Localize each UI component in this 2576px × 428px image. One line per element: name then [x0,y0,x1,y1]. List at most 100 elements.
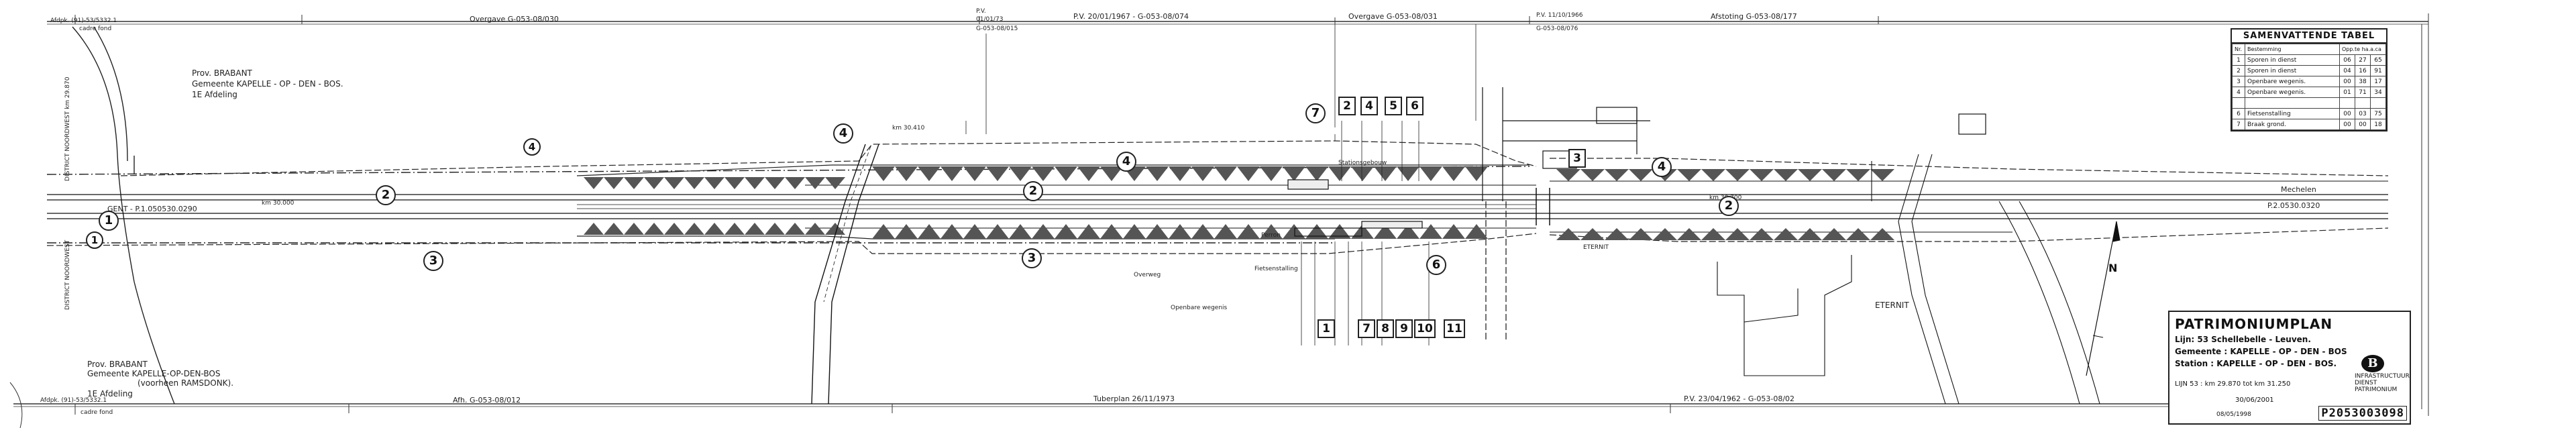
hatch-triangle [1100,224,1123,239]
hatch-triangle [664,223,684,235]
summary-cell-c [2370,97,2386,109]
frame-lines [9,13,2429,428]
hatch-triangle [1822,169,1846,181]
pv-label-3-ref: G-053-08/076 [1536,25,1578,32]
summary-cell-b: 27 [2355,54,2371,66]
summary-header-unit: Opp.te ha.a.ca [2339,44,2386,55]
afh-label: Afh. G-053-08/012 [453,396,521,405]
zone-marker-4d: 4 [1652,157,1672,177]
hatch-triangle [1351,166,1374,181]
zone-marker-1a: 1 [99,211,119,231]
hatch-triangle [963,224,986,239]
zone-marker-6: 6 [1426,255,1446,275]
afstoting-label: Afstoting G-053-08/177 [1711,12,1797,21]
km-bridge-label: km 30.410 [892,125,925,131]
zone-marker-3b: 3 [1022,248,1042,268]
hatch-triangle [918,224,941,239]
parcel-marker-7: 7 [1358,319,1375,338]
plan-date-1: 30/06/2001 [2235,396,2274,404]
summary-header-bestemming: Bestemming [2245,44,2340,55]
zone-marker-4a: 4 [523,138,541,156]
eternit-label-2: ETERNIT [1583,244,1609,251]
station-area [1287,87,1986,342]
railway-tracks [47,180,2388,233]
hatch-triangle [1260,166,1283,181]
zone-marker-4c: 4 [1116,152,1136,172]
hatch-triangle [872,166,895,181]
hatch-triangle [1305,166,1328,181]
hatch-triangle [941,166,963,181]
hatch-triangle [1465,224,1488,239]
hatch-triangle [1580,228,1605,240]
hatch-triangle [872,224,895,239]
hatch-triangle [724,177,745,189]
summary-cell-a: 01 [2339,87,2355,98]
hatch-triangle [1774,228,1798,240]
cadre-top-left: cadre fond [79,25,112,32]
hatch-triangle [644,177,664,189]
north-label: N [2108,262,2118,274]
plan-number: P2053003098 [2318,406,2407,421]
summary-header-nr: Nr. [2232,44,2245,55]
hatch-triangle [895,166,918,181]
parcel-marker-2: 2 [1338,97,1356,115]
pv-label-3: P.V. 11/10/1966 [1536,12,1583,19]
hatch-triangle [941,224,963,239]
hatch-triangle [1100,166,1123,181]
hatch-triangle [1442,224,1465,239]
hatch-triangle [1653,228,1677,240]
afdeling-top-left: Afdpk. (91)-53/5332.1 [50,17,117,24]
pv-label-1: P.V. [976,8,986,15]
hatch-triangle [1677,169,1701,181]
parcel-marker-8: 8 [1377,319,1394,338]
plan-municipality: Gemeente : KAPELLE - OP - DEN - BOS [2175,347,2347,356]
hatch-triangle [604,177,624,189]
municipality-bottom: Gemeente KAPELLE-OP-DEN-BOS [87,369,221,378]
hatch-triangle [1822,228,1846,240]
zone-marker-2b: 2 [1023,181,1043,201]
summary-table: SAMENVATTENDE TABEL Nr. Bestemming Opp.t… [2231,28,2387,131]
plan-date-2: 08/05/1998 [2216,411,2251,418]
hatch-triangle [1465,166,1488,181]
overgave-label-1: Overgave G-053-08/030 [470,15,559,23]
hatch-triangle [624,177,644,189]
hatch-triangle [1237,166,1260,181]
hatched-band-lower [584,223,1894,240]
hatch-triangle [1214,224,1237,239]
summary-cell-b: 16 [2355,65,2371,76]
gent-label: GENT - P.1.050530.0290 [107,205,197,213]
province-bottom: Prov. BRABANT [87,360,148,369]
hatch-triangle [1677,228,1701,240]
hatch-triangle [704,223,724,235]
hatch-triangle [1846,228,1870,240]
hatch-triangle [765,177,785,189]
lower-boundary [46,227,2389,254]
zone-marker-3a: 3 [423,251,443,271]
hatch-triangle [1442,166,1465,181]
hatch-triangle [986,166,1009,181]
overweg-label: Overweg [1134,272,1161,278]
road-crossing [811,144,879,405]
hatch-triangle [1123,224,1146,239]
summary-cell-c: 91 [2370,65,2386,76]
summary-cell-a: 00 [2339,108,2355,119]
hatch-triangle [1055,166,1077,181]
summary-cell-nr: 7 [2232,119,2245,130]
hatch-triangle [825,223,845,235]
summary-cell-c: 17 [2370,76,2386,87]
hatch-triangle [1305,224,1328,239]
hatch-triangle [1169,224,1191,239]
hatch-triangle [1629,228,1653,240]
overgave-label-2: Overgave G-053-08/031 [1348,12,1438,21]
title-block: PATRIMONIUMPLAN Lijn: 53 Schellebelle - … [2168,311,2411,425]
pv-label-1-date: 01/01/73 [976,16,1004,23]
plan-scope: LIJN 53 : km 29.870 tot km 31.250 [2175,380,2291,388]
hatch-triangle [1750,169,1774,181]
province-top: Prov. BRABANT [192,68,252,78]
hatch-triangle [1077,224,1100,239]
hatch-triangle [1214,166,1237,181]
